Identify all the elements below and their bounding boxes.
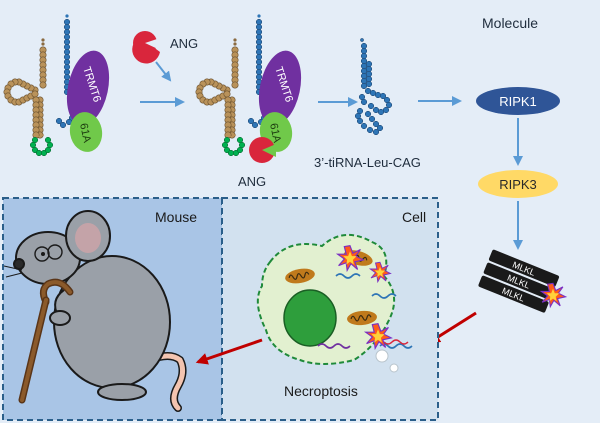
- ang-protein-bound: [249, 137, 276, 163]
- rna-strand-icon-2: [371, 293, 397, 299]
- tirna-fragment: [354, 38, 393, 136]
- rna-strand-icon-1: [335, 273, 361, 279]
- molecule-label: Molecule: [482, 15, 538, 31]
- mouse-nose: [13, 258, 25, 270]
- cell-nucleus: [283, 289, 337, 347]
- ang-label-bottom: ANG: [238, 174, 266, 189]
- vesicle-icon-2: [389, 363, 399, 373]
- mlkl-oligomer: MLKL MLKL MLKL: [478, 249, 560, 313]
- trmt61a-label-left: 61A: [77, 122, 93, 144]
- arrow-ang-binding: [155, 61, 172, 82]
- ripk3-node: RIPK3: [478, 170, 558, 198]
- ripk3-label: RIPK3: [499, 177, 537, 192]
- trmt6-protein-left: [66, 50, 110, 126]
- trmt61a-label-right: 61A: [267, 122, 283, 144]
- mouse-foot: [97, 383, 147, 401]
- cane-icon: [18, 278, 74, 404]
- ang-label-top: ANG: [170, 36, 198, 51]
- vesicle-icon-1: [375, 349, 389, 363]
- ang-protein-top: [132, 31, 160, 64]
- rna-strand-icon-4: [379, 343, 413, 349]
- necroptotic-cell: [256, 234, 413, 373]
- trna-complex-with-ang: TRMT6 61A: [195, 13, 302, 163]
- ripk1-node: RIPK1: [476, 87, 560, 115]
- rna-strand-icon-3: [317, 343, 351, 349]
- ripk1-label: RIPK1: [499, 94, 537, 109]
- trmt61a-protein-left: [69, 112, 103, 152]
- cell-panel-title: Cell: [402, 209, 426, 225]
- arrow-to-mouse: [195, 338, 263, 365]
- mouse-panel-title: Mouse: [155, 209, 197, 225]
- tirna-label: 3’-tiRNA-Leu-CAG: [314, 155, 421, 170]
- trna-complex-initial: TRMT6 61A: [3, 13, 110, 157]
- necroptosis-label: Necroptosis: [284, 383, 358, 399]
- mouse-illustration: [3, 210, 187, 412]
- trmt6-protein-right: [258, 50, 302, 126]
- mouse-paw: [49, 310, 71, 326]
